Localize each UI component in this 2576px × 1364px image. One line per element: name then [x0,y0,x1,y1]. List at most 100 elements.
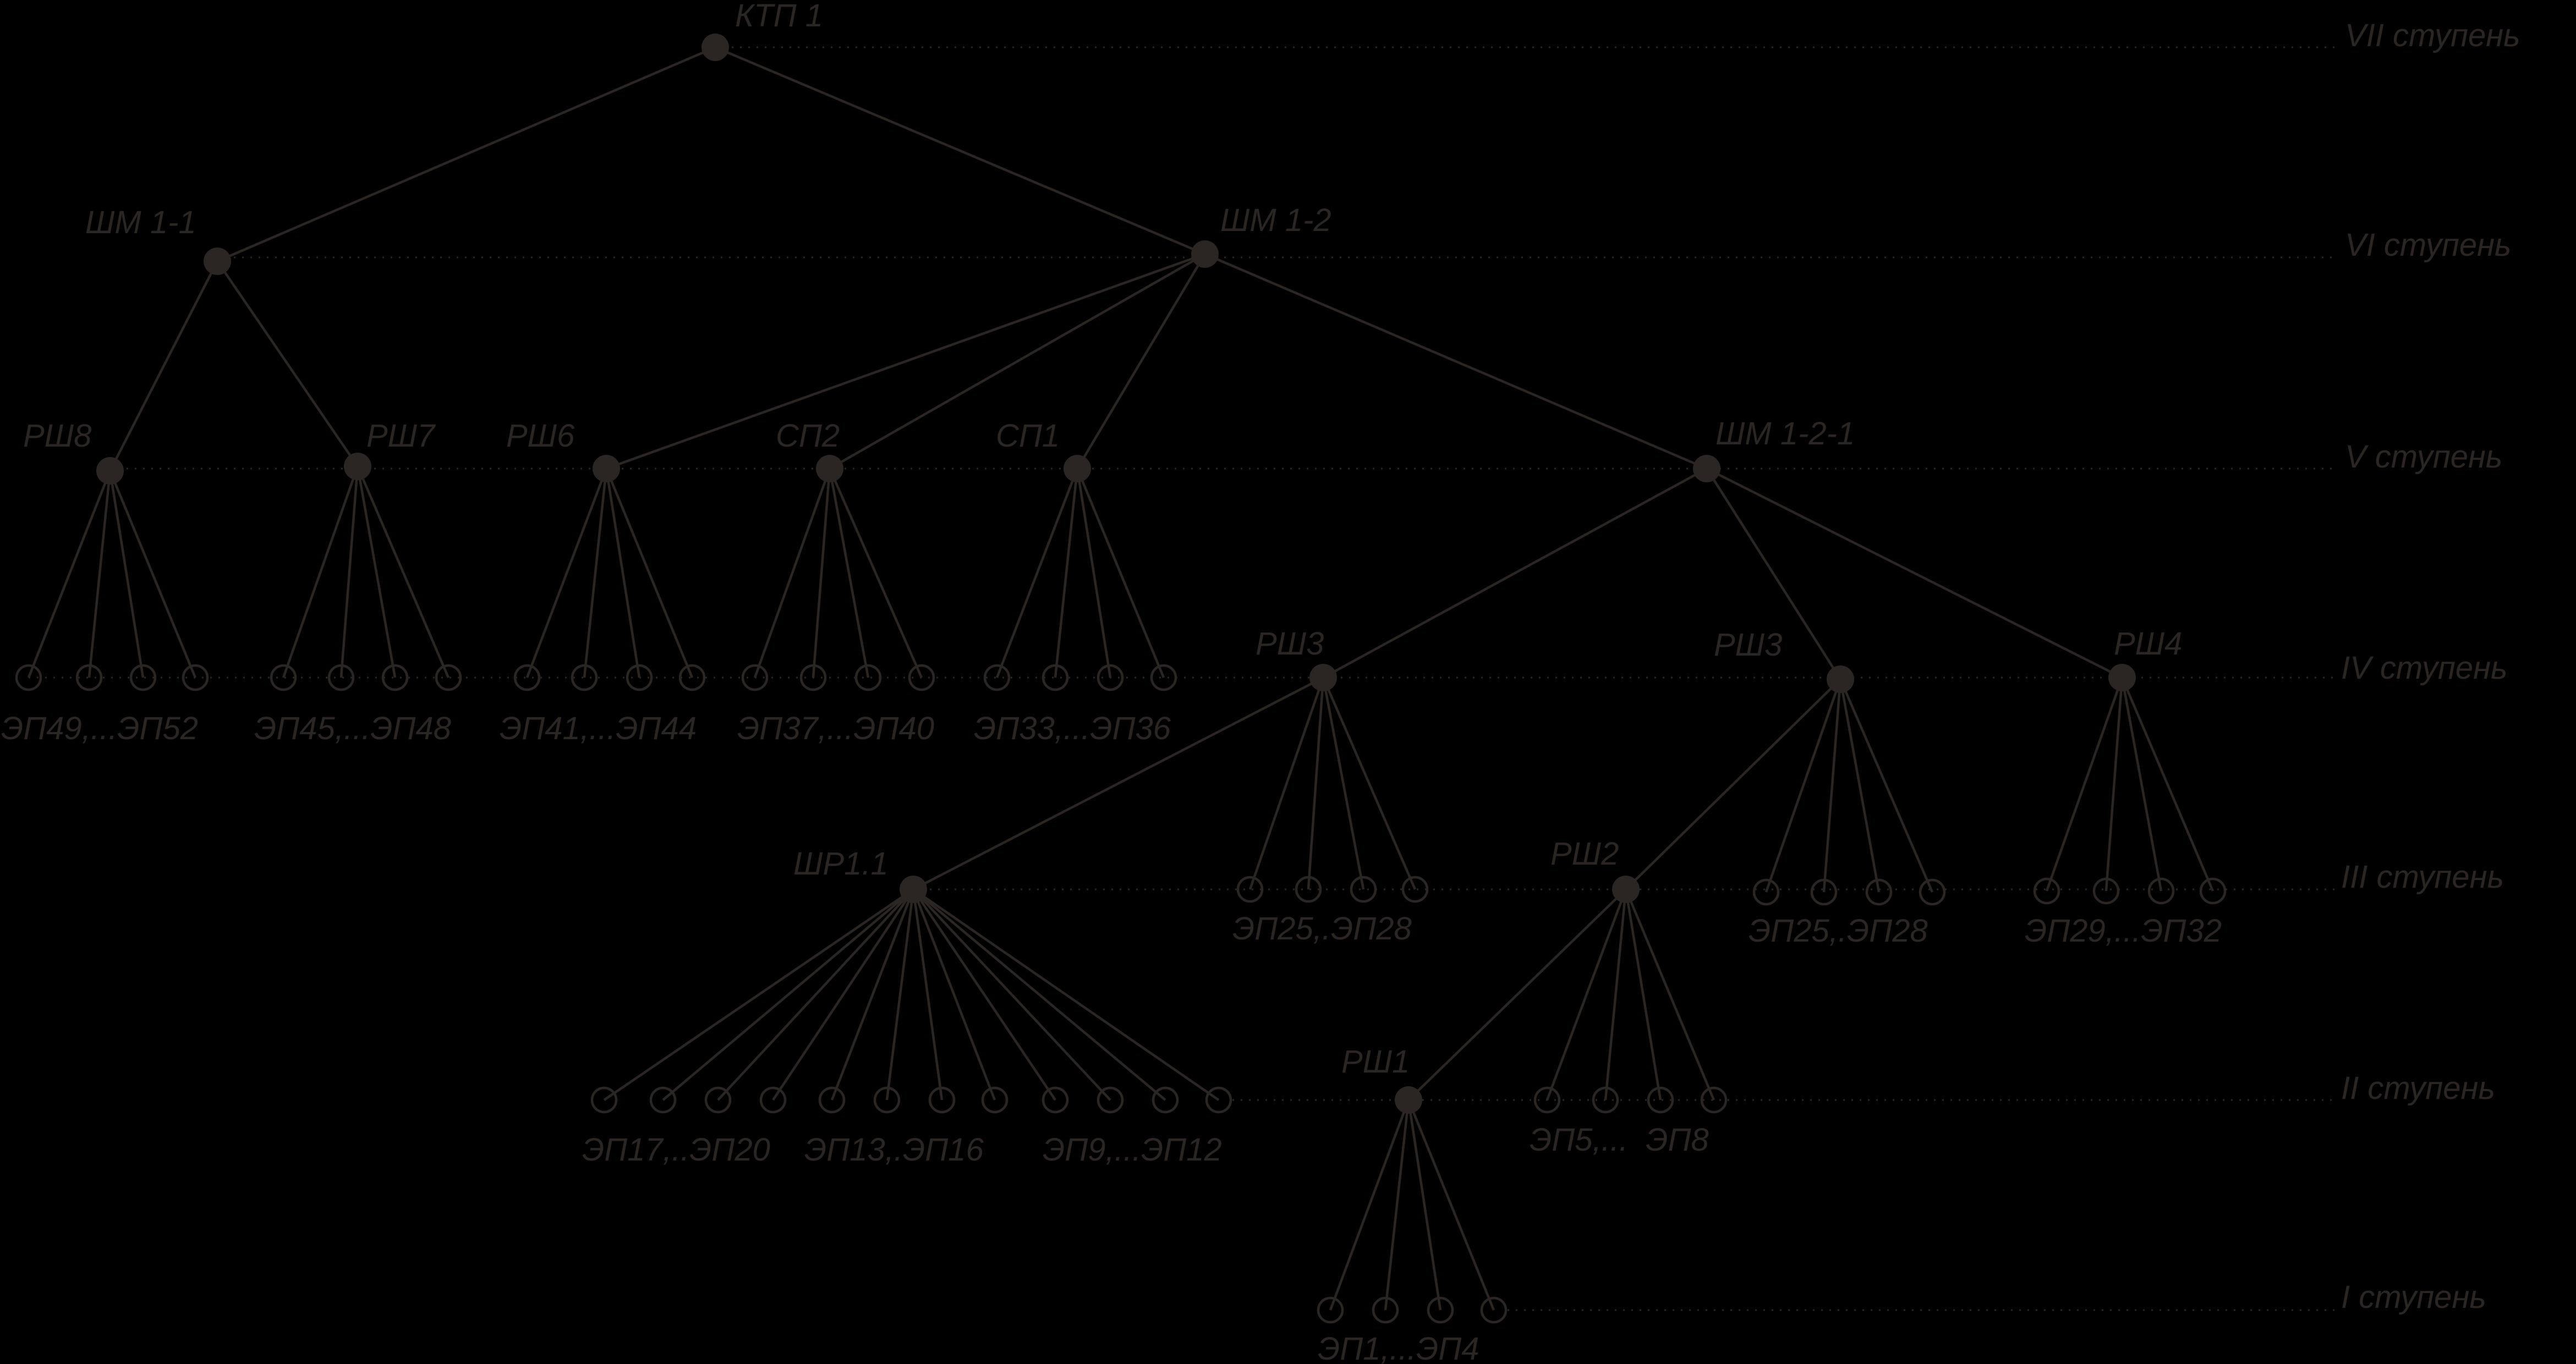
node-label-sp1: СП1 [996,418,1060,454]
leaf-node [873,1086,901,1114]
leaf-node [1919,878,1946,906]
distribution-nodes [96,34,2136,1114]
level-label-3: III ступень [2341,859,2504,895]
leaf-node [983,664,1011,691]
node-shm121 [1693,455,1720,482]
leaf-node [327,664,355,691]
edge-shm121-rsh3a [1322,468,1708,679]
leaf-groups [15,466,2227,1324]
leaf-node [1042,664,1069,691]
leaf-group-label: ЭП13,.ЭП16 [804,1132,984,1168]
leaf-group-shr11 [590,888,1232,1114]
leaf-node [1295,876,1322,903]
leaf-group-label: ЭП17,..ЭП20 [582,1132,770,1168]
level-label-7: VII ступень [2345,18,2520,53]
leaf-group-rsh6 [513,468,706,691]
edge-shm121-rsh3b [1706,468,1841,680]
leaf-node [381,664,409,691]
node-label-sp2: СП2 [776,418,840,454]
edge-shm11-rsh8 [108,260,219,472]
leaf-node [1372,1296,1399,1324]
leaf-node [1592,1086,1619,1114]
leaf-group-rsh3a [1236,677,1429,903]
edge-shm11-rsh7 [216,260,359,468]
edge-shm121-rsh4 [1706,467,2123,679]
leaf-node [182,664,209,691]
node-sp1 [1064,455,1091,482]
node-rsh7 [344,453,371,480]
leaf-node [704,1086,732,1114]
leaf-group-label: ЭП45,...ЭП48 [254,711,451,746]
edge-rsh3a-shr11 [912,676,1324,890]
leaf-node [1097,664,1124,691]
node-rsh3a [1309,664,1337,691]
leaf-node [270,664,297,691]
edge-shm12-sp1 [1076,253,1206,470]
edge-shm12-sp2 [829,253,1206,470]
leaf-node [818,1086,846,1114]
level-label-6: VI ступень [2345,227,2512,263]
leaf-node [649,1086,677,1114]
level-label-2: II ступень [2341,1070,2495,1106]
node-labels: КТП 1 ШМ 1-1 ШМ 1-2 РШ8 РШ7 РШ6 СП2 СП1 … [23,0,2182,1080]
node-label-ktp1: КТП 1 [735,0,823,34]
leaf-node [759,1086,787,1114]
leaf-node [1152,1086,1179,1114]
leaf-node [981,1086,1009,1114]
node-rsh3b [1827,666,1854,693]
leaf-group-label: ЭП37,...ЭП40 [737,711,934,746]
node-rsh4 [2108,664,2136,691]
leaf-group-label: ЭП29,...ЭП32 [2025,913,2222,949]
leaf-node [513,664,541,691]
leaf-node [2147,877,2175,905]
leaf-group-label: ЭП41,...ЭП44 [500,711,697,746]
leaf-node [928,1086,956,1114]
level-label-5: V ступень [2345,439,2502,475]
leaf-node [1150,664,1177,691]
leaf-node [2199,877,2227,905]
leaf-node [1865,878,1893,906]
node-rsh1 [1395,1086,1422,1114]
node-ktp1 [701,34,729,61]
node-label-rsh3b: РШ3 [1714,627,1782,663]
leaf-node [1647,1086,1674,1114]
leaf-group-label: ЭП9,...ЭП12 [1043,1132,1222,1168]
leaf-group-rsh2 [1533,889,1728,1114]
node-label-rsh7: РШ7 [366,418,436,454]
node-label-rsh3a: РШ3 [1256,626,1324,662]
node-label-shr11: ШР1.1 [793,846,889,882]
level-label-1: I ступень [2341,1279,2486,1315]
level-labels: VII ступень VI ступень V ступень IV ступ… [2341,18,2520,1315]
node-shr11 [900,876,927,903]
leaf-group-label: ЭП1,...ЭП4 [1318,1331,1479,1364]
leaf-node [908,664,935,691]
leaf-group-rsh3b [1752,679,1946,906]
node-rsh2 [1612,876,1640,903]
node-label-rsh1: РШ1 [1341,1044,1410,1080]
leaf-group-label: ЭП5,... ЭП8 [1530,1122,1709,1158]
leaf-node [1752,878,1780,906]
edge-ktp1-shm11 [217,46,716,263]
leaf-group-sp1 [983,468,1177,691]
edge-shm12-shm121 [1204,252,1707,470]
node-label-shm11: ШМ 1-1 [85,205,196,240]
leaf-node [15,664,42,691]
leaf-node [1205,1086,1232,1114]
edge-rsh2-rsh1 [1407,888,1627,1101]
leaf-group-rsh1 [1317,1099,1508,1324]
node-label-shm121: ШМ 1-2-1 [1715,416,1855,452]
leaf-node [1317,1296,1344,1324]
leaf-node [1427,1296,1454,1324]
edge-shm12-rsh6 [606,252,1205,470]
leaf-node [1042,1086,1069,1114]
node-label-rsh2: РШ2 [1550,836,1619,872]
node-shm12 [1191,240,1219,268]
leaf-group-rsh8 [15,470,209,691]
level-label-4: IV ступень [2341,650,2508,686]
leaf-node [626,664,653,691]
leaf-group-label: ЭП33,...ЭП36 [974,711,1171,746]
node-label-rsh6: РШ6 [506,418,575,454]
node-label-rsh4: РШ4 [2114,626,2182,662]
leaf-group-labels: ЭП49,...ЭП52 ЭП45,...ЭП48 ЭП41,...ЭП44 Э… [1,711,2222,1364]
